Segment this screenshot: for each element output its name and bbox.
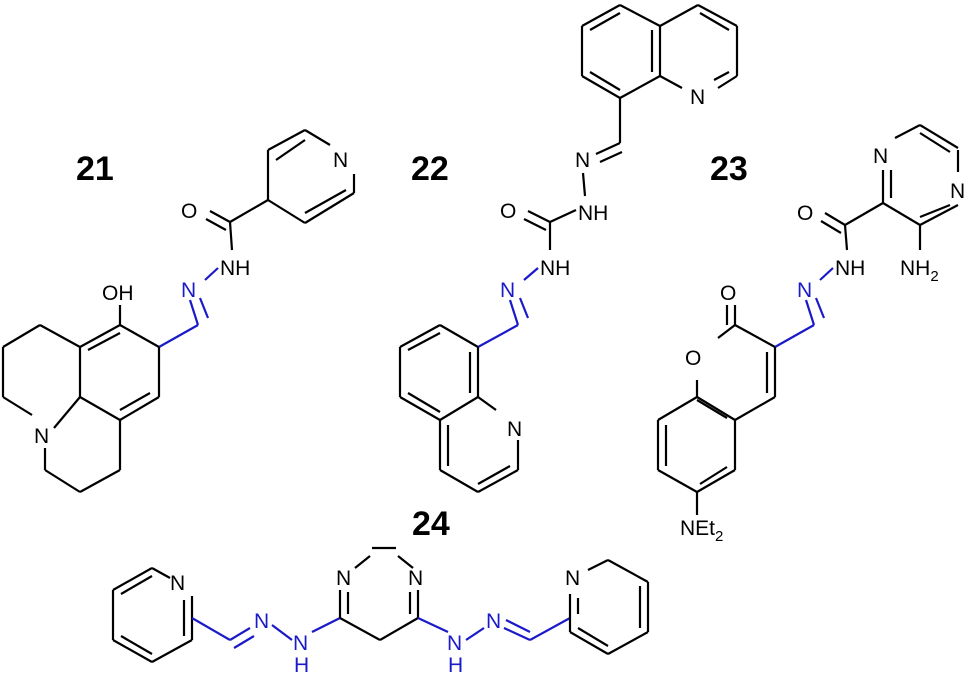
atom-net2: NEt2 — [680, 517, 723, 545]
pyrazine-ring — [881, 124, 960, 226]
atom-oh: OH — [102, 282, 134, 305]
amide-bonds — [205, 199, 269, 251]
compound-22: 22 N N NH — [398, 4, 739, 493]
atom-n-imine: N — [797, 279, 812, 302]
compound-number-24: 24 — [412, 505, 450, 543]
atom-n-imine-left: N — [254, 610, 269, 633]
pyridine-left — [111, 567, 194, 663]
atom-n-pyridine: N — [333, 149, 348, 172]
compound-21: 21 N O NH N — [1, 129, 356, 493]
compound-number-21: 21 — [76, 150, 114, 188]
atom-n-quinoline-bottom: N — [507, 418, 522, 441]
atom-o-ring: O — [685, 347, 701, 370]
atom-n-pyrazine-2: N — [950, 180, 965, 203]
hydrazone-left — [191, 617, 341, 649]
atom-o-amide: O — [181, 200, 197, 223]
atom-n-pyridine-right: N — [565, 567, 580, 590]
atom-n-pyridine-left: N — [170, 572, 185, 595]
hydrazone-bonds — [774, 267, 834, 348]
atom-n-pyrimidine-2: N — [408, 567, 423, 590]
julolidine-core — [1, 305, 161, 493]
atom-n-pyrimidine-1: N — [336, 567, 351, 590]
atom-o-carbonyl: O — [500, 200, 516, 223]
atom-h-left: H — [294, 654, 309, 674]
atom-n-hydrazine-right: N — [447, 632, 462, 655]
atom-n-pyrazine-1: N — [873, 145, 888, 168]
atom-n-imine: N — [181, 279, 196, 302]
hydrazone-bonds — [158, 267, 219, 348]
atom-nh-top: NH — [578, 202, 608, 225]
atom-nh: NH — [835, 257, 865, 280]
atom-n-imine-top: N — [575, 149, 590, 172]
atom-n-imine-bottom: N — [500, 279, 515, 302]
atom-nh: NH — [220, 257, 250, 280]
atom-o-lactone: O — [720, 282, 736, 305]
quinoline-top — [580, 4, 739, 99]
atom-n-julolidine: N — [34, 425, 49, 448]
compound-number-23: 23 — [710, 150, 748, 188]
atom-n-quinoline-top: N — [690, 86, 705, 109]
pyridine-ring — [266, 129, 356, 224]
compound-number-22: 22 — [411, 150, 449, 188]
compound-24: 24 N N N H — [111, 505, 650, 674]
atom-o-amide: O — [797, 202, 813, 225]
carbonyl-bonds — [523, 209, 577, 250]
atom-nh-bottom: NH — [540, 257, 570, 280]
pyrimidine-ring — [338, 546, 420, 641]
hydrazone-right — [417, 617, 571, 641]
atom-n-imine-right: N — [486, 610, 501, 633]
hydrazone-bottom — [477, 267, 539, 348]
pyridine-right — [568, 559, 650, 655]
hydrazone-top — [581, 98, 623, 197]
atom-nh2: NH2 — [900, 257, 939, 285]
quinoline-bottom — [398, 324, 520, 493]
coumarin-core — [656, 305, 777, 515]
compound-23: 23 N N NH2 O NH — [656, 124, 965, 545]
atom-h-right: H — [448, 654, 463, 674]
amide-bonds — [820, 202, 884, 251]
atom-n-hydrazine-left: N — [293, 632, 308, 655]
